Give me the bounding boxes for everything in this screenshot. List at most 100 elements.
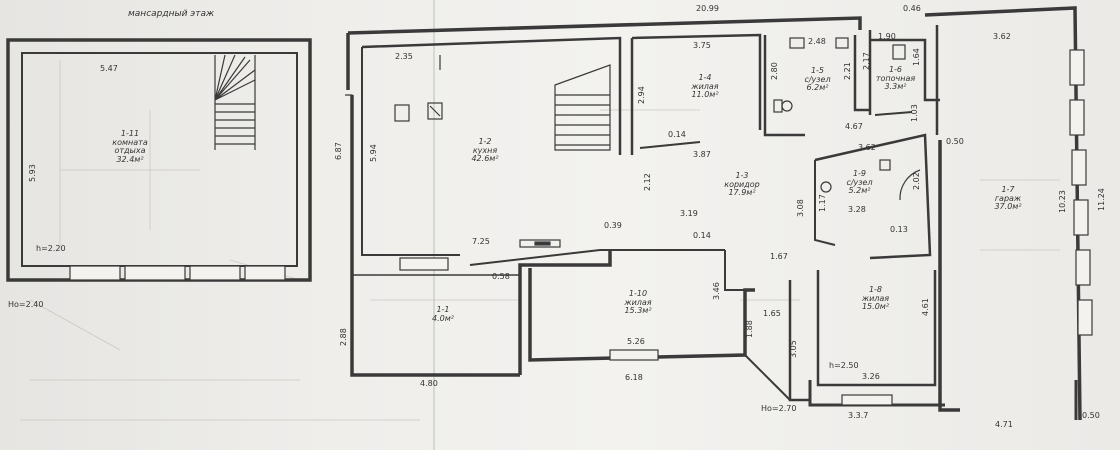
dim-1-88: 1.88 <box>745 320 754 338</box>
dim-3-62b: 3.62 <box>993 32 1011 41</box>
room-label-1-2: 1-2 кухня 42.6м² <box>455 137 515 164</box>
wall-1-5 <box>763 35 870 137</box>
dim-2-17: 2.17 <box>862 52 871 70</box>
room-label-1-4: 1-4 жилая 11.0м² <box>675 73 735 100</box>
room-area: 15.3м² <box>624 306 652 315</box>
dim-5-26: 5.26 <box>627 337 645 346</box>
room-id: 1-4 <box>698 73 712 82</box>
room-name: с/узел <box>846 177 873 187</box>
room-id: 1-1 <box>436 305 450 314</box>
dim-2-35: 2.35 <box>395 52 413 61</box>
dim-0-14b: 0.14 <box>693 231 711 240</box>
dim-1-65: 1.65 <box>763 309 781 318</box>
dim-4-80: 4.80 <box>420 379 438 388</box>
room-area: 11.0м² <box>691 90 719 99</box>
room-name: с/узел <box>804 74 831 84</box>
dim-2-48: 2.48 <box>808 37 826 46</box>
room-id: 1-5 <box>810 66 825 75</box>
room-area: 3.3м² <box>884 82 907 91</box>
dim-2-02: 2.02 <box>912 172 921 190</box>
dim-3-87: 3.87 <box>693 150 711 159</box>
dim-7-25: 7.25 <box>472 237 490 246</box>
room-label-1-10: 1-10 жилая 15.3м² <box>608 289 668 316</box>
stairs <box>214 54 611 151</box>
wall-1-8 <box>816 270 937 387</box>
dim-5-94: 5.94 <box>369 144 378 162</box>
dim-0-58: 0.58 <box>492 272 510 281</box>
wall-garage-right <box>924 6 1082 421</box>
dim-0-14a: 0.14 <box>668 130 686 139</box>
wall-kitchen-top <box>361 36 622 155</box>
wall-1-9 <box>814 133 932 260</box>
room-name: жилая <box>624 297 652 307</box>
room-label-1-7: 1-7 гараж 37.0м² <box>978 185 1038 212</box>
room-name: коридор <box>724 179 760 189</box>
room-area: 15.0м² <box>861 302 890 311</box>
room-id: 1-7 <box>1001 185 1015 194</box>
room-area: 6.2м² <box>806 83 829 92</box>
dim-5-47: 5.47 <box>100 64 118 73</box>
wall-1-1 <box>518 250 612 375</box>
floor-title: мансардный этаж <box>128 9 215 19</box>
dim-1-03: 1.03 <box>910 104 919 122</box>
dim-0-13: 0.13 <box>890 225 908 234</box>
dim-10-23: 10.23 <box>1058 190 1067 213</box>
room-area: 5.2м² <box>848 186 871 195</box>
room-label-1-6: 1-6 топочная 3.3м² <box>868 65 923 92</box>
dim-2-12: 2.12 <box>643 173 652 191</box>
dim-3-46: 3.46 <box>712 282 721 300</box>
paper-fold <box>433 0 435 450</box>
dim-1-90: 1.90 <box>878 32 896 41</box>
fixtures <box>345 37 921 248</box>
dim-3-75: 3.75 <box>693 41 711 50</box>
wall-1-6-bottom <box>874 111 913 116</box>
room-id: 1-11 <box>120 129 140 138</box>
wall-1-4-bottom <box>639 141 701 149</box>
room-id: 1-3 <box>735 171 749 180</box>
room-label-1-1: 1-1 4.0м² <box>418 305 468 323</box>
room-area: 42.6м² <box>471 154 499 163</box>
dim-3-37: 3.3.7 <box>848 411 869 420</box>
dim-4-71: 4.71 <box>995 420 1013 429</box>
wall-corridor-bottom <box>469 249 725 266</box>
room-name: жилая <box>691 81 719 91</box>
dim-1-64: 1.64 <box>912 48 921 66</box>
dim-3-08: 3.08 <box>796 199 805 217</box>
wall-1-10-corner <box>724 250 745 291</box>
room-area: 37.0м² <box>994 202 1022 211</box>
dim-4-61: 4.61 <box>921 298 930 316</box>
wall-left <box>346 33 520 377</box>
wall-1-9-left <box>814 160 836 246</box>
dim-h-2-50: h=2.50 <box>829 361 859 370</box>
dim-0-39: 0.39 <box>604 221 622 230</box>
dim-3-62a: 3.62 <box>858 143 876 152</box>
dim-2-80: 2.80 <box>770 62 779 80</box>
dim-6-18: 6.18 <box>625 373 643 382</box>
dim-5-93: 5.93 <box>28 164 37 182</box>
dim-3-26: 3.26 <box>862 372 880 381</box>
dim-2-21: 2.21 <box>843 62 852 80</box>
dim-ho-2-70: Ho=2.70 <box>761 404 797 413</box>
room-area: 4.0м² <box>432 313 454 323</box>
room-label-1-8: 1-8 жилая 15.0м² <box>848 285 903 312</box>
room-area: 17.9м² <box>728 188 756 197</box>
dim-0-50b: 0.50 <box>1082 411 1100 420</box>
dim-1-67: 1.67 <box>770 252 788 261</box>
room-name: жилая <box>861 293 890 303</box>
dim-6-87: 6.87 <box>334 142 343 160</box>
windows <box>69 49 1093 406</box>
room-id: 1-2 <box>478 137 492 146</box>
dim-h-2-20: h=2.20 <box>36 244 66 253</box>
room-name: комната отдыха <box>112 137 148 155</box>
room-name: кухня <box>472 145 498 155</box>
wall-1-4 <box>630 33 762 155</box>
dim-2-88: 2.88 <box>339 328 348 346</box>
dim-1-17: 1.17 <box>818 194 827 212</box>
room-id: 1-8 <box>868 285 883 294</box>
wall-garage-left <box>938 140 960 412</box>
dim-2-94: 2.94 <box>637 86 646 104</box>
dim-3-05: 3.05 <box>789 340 798 358</box>
wall-kitchen-inner <box>361 47 460 256</box>
